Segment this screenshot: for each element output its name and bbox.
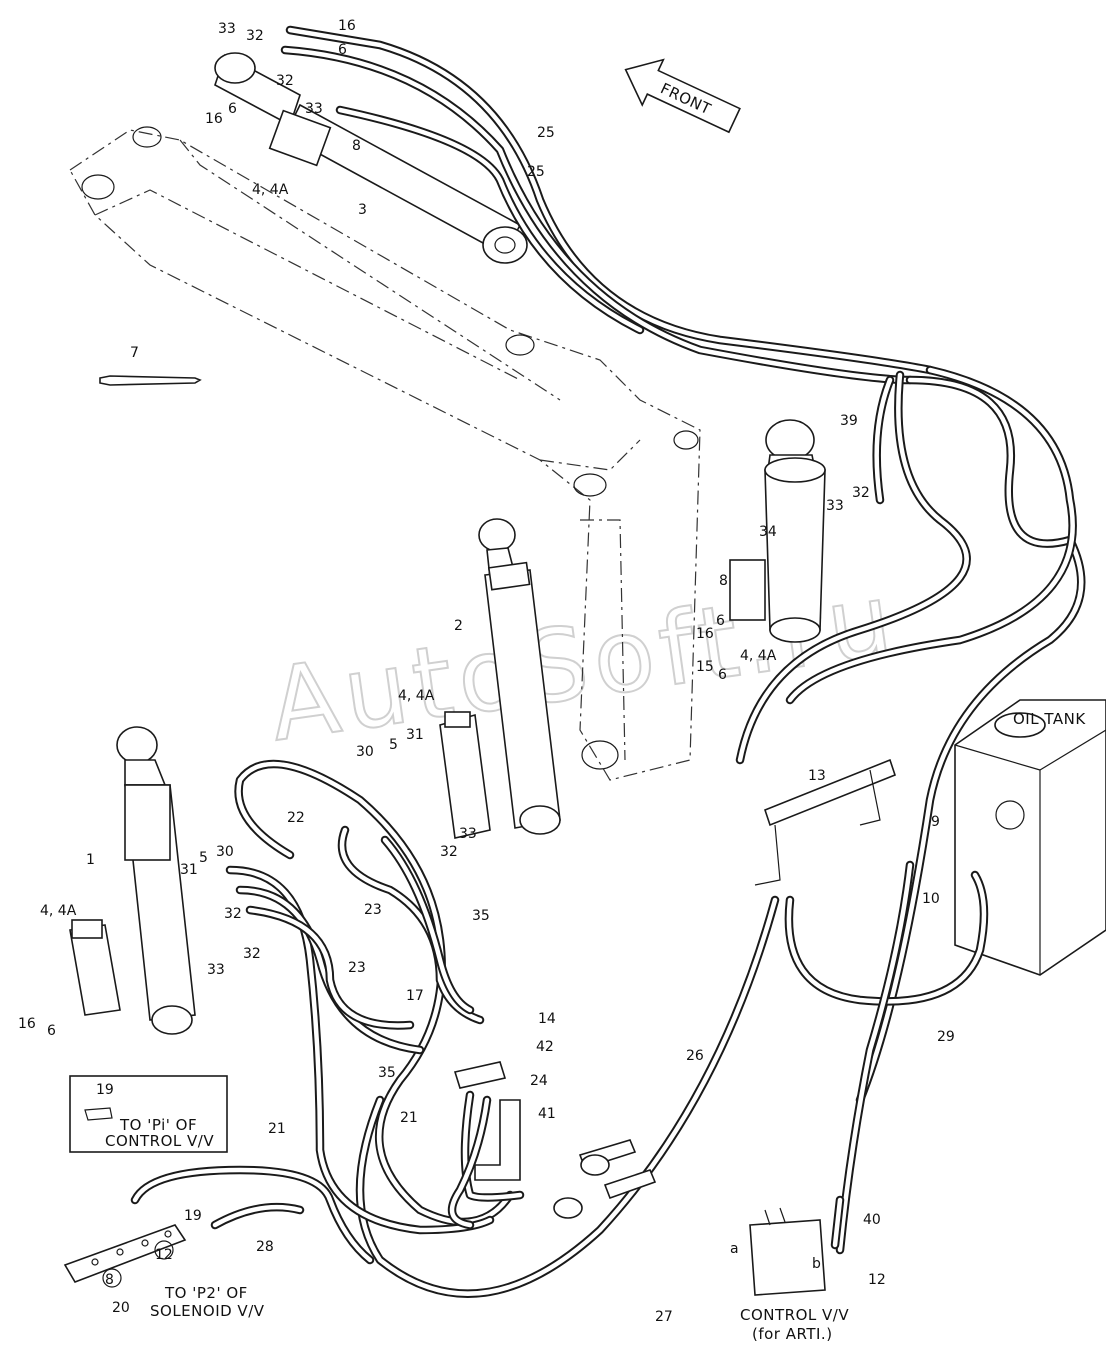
callout-number: 42	[536, 1039, 554, 1055]
callout-number: 33	[207, 962, 225, 978]
cylinder-34	[729, 419, 826, 643]
inset-box-pi: TO 'Pi' OF CONTROL V/V	[69, 1075, 228, 1153]
callout-number: 32	[276, 73, 294, 89]
callout-number: 32	[224, 906, 242, 922]
callout-number: 40	[863, 1212, 881, 1228]
front-arrow: FRONT	[624, 58, 741, 134]
callout-number: 4, 4A	[398, 688, 435, 704]
cylinder-3	[214, 52, 528, 264]
callout-number: 33	[305, 101, 323, 117]
callout-number: 14	[538, 1011, 556, 1027]
callout-number: 35	[472, 908, 490, 924]
callout-number: 13	[808, 768, 826, 784]
control-vv-label-1: CONTROL V/V	[740, 1306, 849, 1324]
callout-number: 30	[356, 744, 374, 760]
to-p2-label-2: SOLENOID V/V	[150, 1302, 265, 1320]
callout-number: 28	[256, 1239, 274, 1255]
callout-number: 16	[205, 111, 223, 127]
callout-number: 27	[655, 1309, 673, 1325]
manifold-block: TO 'P2' OF SOLENOID V/V	[63, 1224, 265, 1320]
callout-number: 24	[530, 1073, 548, 1089]
port-a-label: a	[730, 1241, 739, 1257]
callout-number: 21	[268, 1121, 286, 1137]
callout-number: 19	[96, 1082, 114, 1098]
port-b-label: b	[812, 1256, 821, 1272]
callout-number: 26	[686, 1048, 704, 1064]
callout-number: 32	[246, 28, 264, 44]
callout-number: 6	[716, 613, 725, 629]
callout-number: 32	[852, 485, 870, 501]
control-valve: a b CONTROL V/V (for ARTI.)	[730, 1207, 849, 1343]
valve-block-middle	[439, 711, 491, 839]
callout-number: 4, 4A	[40, 903, 77, 919]
callout-number: 3	[358, 202, 367, 218]
callout-number: 34	[759, 524, 777, 540]
callout-number: 6	[718, 667, 727, 683]
to-p2-label-1: TO 'P2' OF	[164, 1284, 248, 1302]
callout-number: 31	[180, 862, 198, 878]
hose-couplers	[553, 1139, 657, 1219]
callout-number: 17	[406, 988, 424, 1004]
callout-number: 33	[826, 498, 844, 514]
boom-outline	[69, 126, 701, 781]
callout-number: 31	[406, 727, 424, 743]
bracket-41	[453, 1061, 521, 1181]
callout-number: 15	[696, 659, 714, 675]
callout-number: 32	[243, 946, 261, 962]
callout-number: 22	[287, 810, 305, 826]
callout-number: 4, 4A	[740, 648, 777, 664]
callout-number: 8	[352, 138, 361, 154]
callout-number: 35	[378, 1065, 396, 1081]
cable-tie-7	[99, 375, 202, 386]
callout-number: 32	[440, 844, 458, 860]
to-pi-label-2: CONTROL V/V	[105, 1132, 214, 1150]
callout-number: 29	[937, 1029, 955, 1045]
callout-number: 30	[216, 844, 234, 860]
to-pi-label-1: TO 'Pi' OF	[119, 1116, 197, 1134]
callout-number: 12	[868, 1272, 886, 1288]
hoses	[130, 25, 1086, 1298]
callout-number: 5	[389, 737, 398, 753]
callout-number: 6	[338, 42, 347, 58]
callout-number: 33	[459, 826, 477, 842]
cylinder-2	[478, 518, 561, 835]
callout-number: 10	[922, 891, 940, 907]
callout-number: 21	[400, 1110, 418, 1126]
callout-number: 20	[112, 1300, 130, 1316]
callout-number: 6	[228, 101, 237, 117]
callout-number: 8	[719, 573, 728, 589]
callout-number: 12	[155, 1247, 173, 1263]
callout-number: 16	[18, 1016, 36, 1032]
callout-number: 4, 4A	[252, 182, 289, 198]
callout-number: 23	[364, 902, 382, 918]
callout-number: 2	[454, 618, 463, 634]
callout-number: 33	[218, 21, 236, 37]
oil-tank: OIL TANK	[954, 699, 1106, 976]
callout-number: 16	[338, 18, 356, 34]
callout-number: 7	[130, 345, 139, 361]
callout-number: 39	[840, 413, 858, 429]
control-vv-label-2: (for ARTI.)	[752, 1325, 833, 1343]
callout-number: 5	[199, 850, 208, 866]
callout-number: 8	[105, 1272, 114, 1288]
callout-number: 6	[47, 1023, 56, 1039]
callout-number: 25	[537, 125, 555, 141]
callout-number: 23	[348, 960, 366, 976]
valve-block-left	[69, 919, 121, 1016]
callout-number: 25	[527, 164, 545, 180]
cylinder-1	[116, 726, 196, 1035]
bracket-13	[754, 758, 896, 886]
oil-tank-label: OIL TANK	[1013, 710, 1086, 728]
callout-number: 19	[184, 1208, 202, 1224]
callout-number: 1	[86, 852, 95, 868]
callout-number: 9	[931, 814, 940, 830]
callout-number: 16	[696, 626, 714, 642]
callout-number: 41	[538, 1106, 556, 1122]
